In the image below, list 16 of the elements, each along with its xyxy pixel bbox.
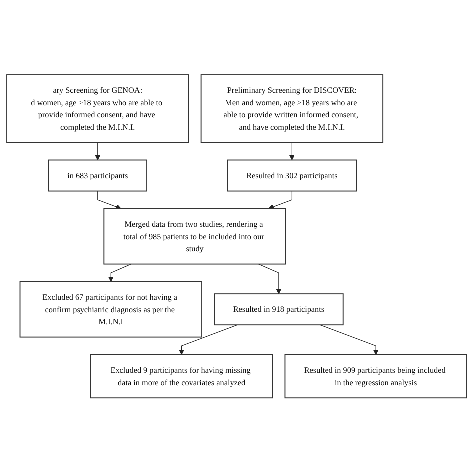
node-box: Resulted in 909 participants being included in the regression analysis bbox=[284, 354, 468, 400]
node-box: Preliminary Screening for DISCOVER: Men and women, age ≥18 years who are able to provide written informed consent, and have completed the M.I.N.I. bbox=[200, 74, 384, 144]
node-box: Merged data from two studies, rendering a total of 985 patients to be included into our study bbox=[104, 208, 286, 266]
node-box: Resulted in 918 participants bbox=[214, 294, 344, 326]
node-box: Excluded 67 participants for not having a confirm psychiatric diagnosis as per the M.I.N.I bbox=[20, 282, 202, 338]
arrow bbox=[95, 142, 101, 161]
node-box: in 683 participants bbox=[48, 160, 148, 192]
arrow bbox=[289, 142, 295, 161]
arrow bbox=[179, 325, 238, 356]
node-box: Excluded 9 participants for having missing data in more of the covariates analyzed bbox=[90, 354, 274, 400]
arrow bbox=[98, 191, 122, 210]
node-box: Resulted in 302 participants bbox=[227, 160, 358, 192]
node-box: ary Screening for GENOA: d women, age ≥18 years who are able to provide informed consent, and have completed the M.I.N.I. bbox=[6, 74, 190, 144]
arrow bbox=[268, 191, 292, 210]
arrow bbox=[108, 264, 132, 283]
arrow bbox=[258, 264, 282, 295]
